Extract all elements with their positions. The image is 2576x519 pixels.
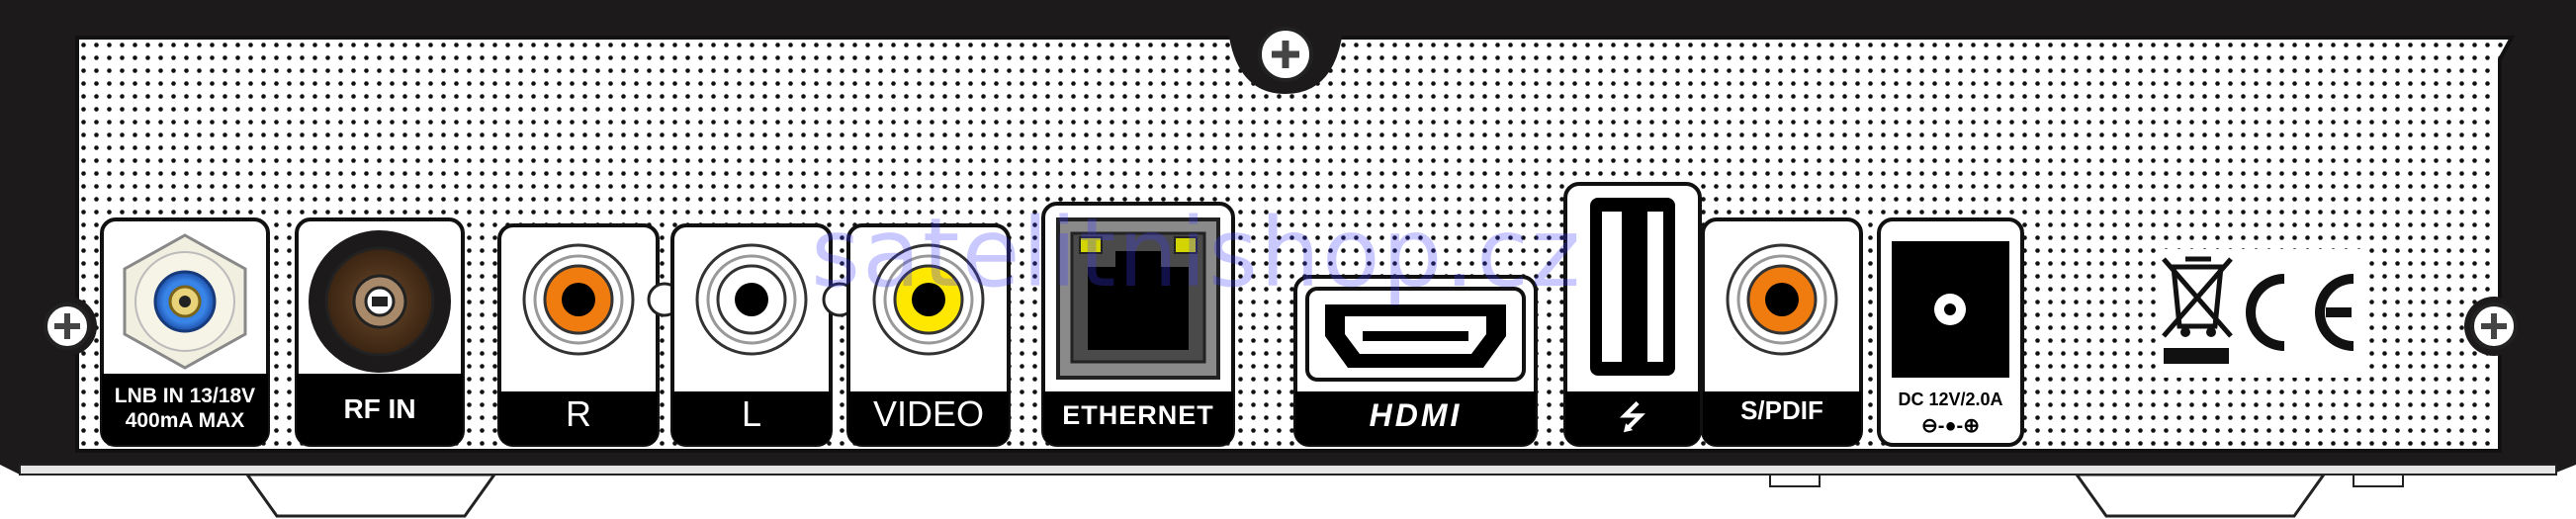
lnb-in-label-line1: LNB IN 13/18V	[114, 385, 256, 407]
rf-in-port[interactable]	[295, 217, 465, 447]
ce-mark-icon	[2246, 274, 2354, 351]
screw-icon	[1258, 27, 1313, 82]
ethernet-port[interactable]	[1041, 202, 1235, 447]
hdmi-label: HDMI	[1369, 397, 1463, 433]
audio-r-port[interactable]	[497, 223, 660, 447]
audio-r-label: R	[566, 393, 591, 434]
watermark: satelitnishop.cz	[811, 198, 1583, 308]
rf-in-label: RF IN	[343, 393, 416, 424]
dc-label-line1: DC 12V/2.0A	[1898, 389, 2003, 409]
dc-label-line2: ⊖-●-⊕	[1921, 415, 1980, 437]
lnb-in-port[interactable]	[100, 217, 270, 447]
hdmi-port[interactable]	[1293, 275, 1538, 447]
ethernet-label: ETHERNET	[1062, 400, 1214, 430]
screw-icon	[2464, 297, 2524, 356]
screw-icon	[38, 297, 97, 356]
usb-port[interactable]	[1563, 182, 1702, 447]
spdif-label: S/PDIF	[1740, 395, 1823, 425]
lnb-in-label-line2: 400mA MAX	[125, 409, 245, 432]
audio-l-port[interactable]	[670, 223, 833, 447]
usb-label: ⭍	[1619, 399, 1646, 435]
audio-l-label: L	[741, 393, 762, 434]
spdif-port[interactable]	[1701, 217, 1863, 447]
dc-power-port[interactable]	[1877, 217, 2024, 447]
video-port[interactable]	[846, 223, 1011, 447]
video-label: VIDEO	[872, 393, 985, 434]
